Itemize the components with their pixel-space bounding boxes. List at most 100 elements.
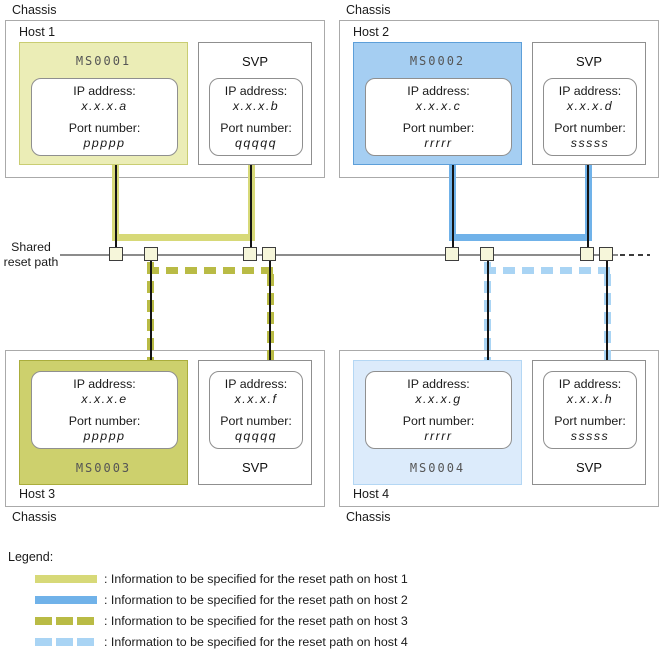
- host1-path-bottom: [112, 234, 255, 241]
- port-value: qqqqq: [235, 428, 277, 443]
- port-label: Port number:: [68, 121, 141, 135]
- ip-label: IP address:: [224, 84, 288, 98]
- chassis4-label: Chassis: [346, 510, 391, 524]
- ms0004-info-card: IP address: x.x.x.g Port number: rrrrr: [365, 371, 512, 449]
- ip-value: x.x.x.a: [81, 98, 128, 113]
- legend-item-host2: : Information to be specified for the re…: [35, 592, 408, 608]
- ip-value: x.x.x.g: [415, 391, 462, 406]
- svp4-title: SVP: [575, 460, 602, 475]
- port-value: ppppp: [83, 135, 126, 150]
- dashed-line-swatch-host4: [35, 638, 97, 646]
- port-label: Port number:: [402, 414, 475, 428]
- ms0004-unit: IP address: x.x.x.g Port number: rrrrr M…: [353, 360, 522, 485]
- host4-label: Host 4: [353, 487, 390, 501]
- svp3-info-card: IP address: x.x.x.f Port number: qqqqq: [209, 371, 303, 449]
- port-label: Port number:: [402, 121, 475, 135]
- svp1-title: SVP: [241, 54, 268, 69]
- ms0002-title: MS0002: [409, 54, 466, 68]
- connector-square: [262, 247, 276, 261]
- ip-value: x.x.x.h: [566, 391, 614, 406]
- shared-reset-path-label: Shared reset path: [3, 240, 59, 269]
- svp4-info-card: IP address: x.x.x.h Port number: sssss: [543, 371, 637, 449]
- wire-svp2: [587, 165, 589, 249]
- port-label: Port number:: [68, 414, 141, 428]
- connector-square: [109, 247, 123, 261]
- legend-title: Legend:: [8, 550, 54, 564]
- host4-path-top: [484, 267, 611, 274]
- chassis2-label: Chassis: [346, 3, 391, 17]
- reset-path-dash-right: [620, 254, 650, 256]
- port-value: rrrrr: [424, 135, 453, 150]
- svp2-info-card: IP address: x.x.x.d Port number: sssss: [543, 78, 637, 156]
- ip-value: x.x.x.d: [566, 98, 614, 113]
- ip-value: x.x.x.c: [415, 98, 462, 113]
- legend-item-host3: : Information to be specified for the re…: [35, 613, 408, 629]
- ms0003-title: MS0003: [75, 461, 132, 475]
- wire-ms0003: [150, 259, 152, 360]
- host2-path-bottom: [449, 234, 592, 241]
- port-label: Port number:: [554, 121, 626, 135]
- ms0002-unit: MS0002 IP address: x.x.x.c Port number: …: [353, 42, 522, 165]
- svp3-title: SVP: [241, 460, 268, 475]
- reset-path-line: [60, 254, 618, 256]
- wire-ms0004: [487, 259, 489, 360]
- port-label: Port number:: [220, 121, 292, 135]
- ip-value: x.x.x.e: [81, 391, 128, 406]
- connector-square: [599, 247, 613, 261]
- connector-square: [243, 247, 257, 261]
- port-value: qqqqq: [235, 135, 277, 150]
- chassis1-label: Chassis: [12, 3, 57, 17]
- host2-label: Host 2: [353, 25, 390, 39]
- host1-label: Host 1: [19, 25, 56, 39]
- connector-square: [580, 247, 594, 261]
- host3-label: Host 3: [19, 487, 56, 501]
- svp2-unit: SVP IP address: x.x.x.d Port number: sss…: [532, 42, 646, 165]
- ip-value: x.x.x.f: [234, 391, 278, 406]
- solid-line-swatch-host1: [35, 575, 97, 583]
- svp1-info-card: IP address: x.x.x.b Port number: qqqqq: [209, 78, 303, 156]
- host3-path-top: [147, 267, 274, 274]
- legend-item-text: : Information to be specified for the re…: [104, 572, 408, 586]
- ms0001-unit: MS0001 IP address: x.x.x.a Port number: …: [19, 42, 188, 165]
- ms0001-info-card: IP address: x.x.x.a Port number: ppppp: [31, 78, 178, 156]
- legend-item-host4: : Information to be specified for the re…: [35, 634, 408, 650]
- ip-label: IP address:: [558, 377, 622, 391]
- legend-item-host1: : Information to be specified for the re…: [35, 571, 408, 587]
- connector-square: [144, 247, 158, 261]
- wire-ms0001: [115, 165, 117, 249]
- port-value: rrrrr: [424, 428, 453, 443]
- legend-item-text: : Information to be specified for the re…: [104, 635, 408, 649]
- chassis3-label: Chassis: [12, 510, 57, 524]
- svp1-unit: SVP IP address: x.x.x.b Port number: qqq…: [198, 42, 312, 165]
- ip-value: x.x.x.b: [232, 98, 280, 113]
- wire-svp3: [269, 259, 271, 360]
- wire-svp1: [250, 165, 252, 249]
- solid-line-swatch-host2: [35, 596, 97, 604]
- port-value: sssss: [570, 135, 610, 150]
- svp3-unit: IP address: x.x.x.f Port number: qqqqq S…: [198, 360, 312, 485]
- ms0002-info-card: IP address: x.x.x.c Port number: rrrrr: [365, 78, 512, 156]
- svp4-unit: IP address: x.x.x.h Port number: sssss S…: [532, 360, 646, 485]
- wire-svp4: [606, 259, 608, 360]
- port-label: Port number:: [220, 414, 292, 428]
- ip-label: IP address:: [407, 84, 470, 98]
- ms0003-unit: IP address: x.x.x.e Port number: ppppp M…: [19, 360, 188, 485]
- ip-label: IP address:: [73, 377, 136, 391]
- ip-label: IP address:: [224, 377, 288, 391]
- port-label: Port number:: [554, 414, 626, 428]
- ms0004-title: MS0004: [409, 461, 466, 475]
- connector-square: [445, 247, 459, 261]
- connector-square: [480, 247, 494, 261]
- svp2-title: SVP: [575, 54, 602, 69]
- ip-label: IP address:: [558, 84, 622, 98]
- port-value: sssss: [570, 428, 610, 443]
- wire-ms0002: [452, 165, 454, 249]
- ms0003-info-card: IP address: x.x.x.e Port number: ppppp: [31, 371, 178, 449]
- ip-label: IP address:: [407, 377, 470, 391]
- ms0001-title: MS0001: [75, 54, 132, 68]
- port-value: ppppp: [83, 428, 126, 443]
- dashed-line-swatch-host3: [35, 617, 97, 625]
- ip-label: IP address:: [73, 84, 136, 98]
- legend-item-text: : Information to be specified for the re…: [104, 593, 408, 607]
